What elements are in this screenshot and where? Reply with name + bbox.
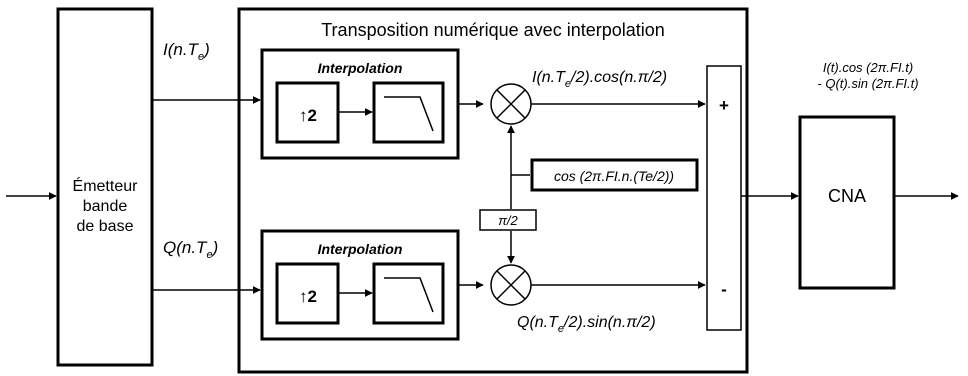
output-formula-line1: I(t).cos (2π.FI.t) bbox=[823, 60, 913, 75]
i-input-label: I(n.Te) bbox=[163, 40, 210, 63]
q-output-label: Q(n.Te/2).sin(n.π/2) bbox=[517, 314, 656, 335]
output-formula-line2: - Q(t).sin (2π.FI.t) bbox=[817, 76, 918, 91]
adder-minus-sign: - bbox=[721, 280, 727, 299]
phase-shift-label: π/2 bbox=[498, 213, 518, 228]
i-output-label: I(n.Te/2).cos(n.π/2) bbox=[532, 69, 667, 90]
upsampler-box-q bbox=[275, 262, 340, 325]
mixer-i-icon bbox=[490, 83, 532, 125]
lowpass-filter-box-q bbox=[372, 262, 445, 325]
emitter-block: Émetteur bande de base bbox=[56, 7, 154, 367]
upsampler-label-q: ↑2 bbox=[299, 287, 317, 306]
dac-block: CNA bbox=[798, 115, 896, 290]
transposition-title: Transposition numérique avec interpolati… bbox=[321, 20, 665, 40]
upsampler-box-i bbox=[275, 81, 340, 144]
emitter-label-line1: Émetteur bbox=[73, 176, 139, 195]
adder-plus-sign: + bbox=[719, 96, 729, 115]
emitter-label-line3: de base bbox=[77, 218, 134, 235]
oscillator-box bbox=[530, 158, 699, 192]
lowpass-response-icon-i bbox=[384, 96, 434, 132]
interpolation-label-i: Interpolation bbox=[318, 60, 403, 76]
interpolation-block-i: Interpolation ↑2 bbox=[260, 48, 460, 160]
lowpass-response-icon-q bbox=[384, 277, 434, 313]
q-input-label: Q(n.Te) bbox=[163, 238, 218, 261]
lowpass-filter-box-i bbox=[372, 81, 445, 144]
interpolation-label-q: Interpolation bbox=[318, 241, 403, 257]
mixer-q-icon bbox=[490, 264, 532, 306]
oscillator-label: cos (2π.FI.n.(Te/2)) bbox=[554, 168, 674, 184]
emitter-label-line2: bande bbox=[83, 198, 128, 215]
interpolation-block-q: Interpolation ↑2 bbox=[260, 229, 460, 341]
upsampler-label-i: ↑2 bbox=[299, 106, 317, 125]
dac-label: CNA bbox=[828, 186, 866, 206]
phase-shift-box bbox=[479, 209, 537, 231]
adder-block: + - bbox=[706, 65, 742, 331]
